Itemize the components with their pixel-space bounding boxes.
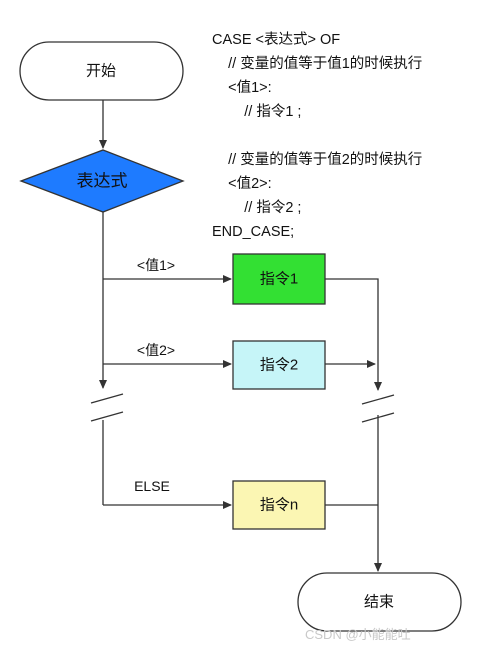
code-line: // 指令1 ;	[212, 104, 302, 120]
code-line: <值1>:	[212, 80, 272, 96]
end-label: 结束	[364, 594, 394, 611]
instruction1-exit-line	[325, 278, 379, 380]
code-line: END_CASE;	[212, 224, 295, 240]
right-break-mark-top	[361, 394, 395, 405]
expression-label: 表达式	[77, 172, 128, 191]
instructionn-box	[232, 480, 326, 530]
end-node	[297, 572, 462, 632]
code-line	[212, 124, 422, 148]
code-line: CASE <表达式> OF	[212, 32, 341, 48]
branch2-label: <值2>	[137, 342, 175, 358]
connectors	[99, 100, 382, 572]
right-break-mark-bottom	[361, 412, 395, 423]
code-line: <值2>:	[212, 176, 272, 192]
left-break-mark-top	[90, 393, 124, 404]
code-line: // 指令2 ;	[212, 200, 302, 216]
instruction1-box	[232, 253, 326, 305]
expression-decision	[19, 149, 185, 213]
instruction2-label: 指令2	[260, 357, 298, 374]
else-label: ELSE	[134, 478, 170, 494]
instruction1-label: 指令1	[260, 271, 298, 288]
instructionn-label: 指令n	[260, 497, 298, 514]
start-label: 开始	[86, 63, 116, 80]
left-break-mark-bottom	[90, 411, 124, 422]
code-line: // 变量的值等于值2的时候执行	[212, 152, 423, 168]
start-node	[19, 41, 184, 101]
watermark-text: CSDN @小能能吐	[305, 627, 411, 642]
instruction2-box	[232, 340, 326, 390]
break-marks	[90, 393, 395, 423]
structured-text-code-block: CASE <表达式> OF // 变量的值等于值1的时候执行 <值1>: // …	[212, 28, 422, 244]
code-line: // 变量的值等于值1的时候执行	[212, 56, 423, 72]
branch1-label: <值1>	[137, 257, 175, 273]
